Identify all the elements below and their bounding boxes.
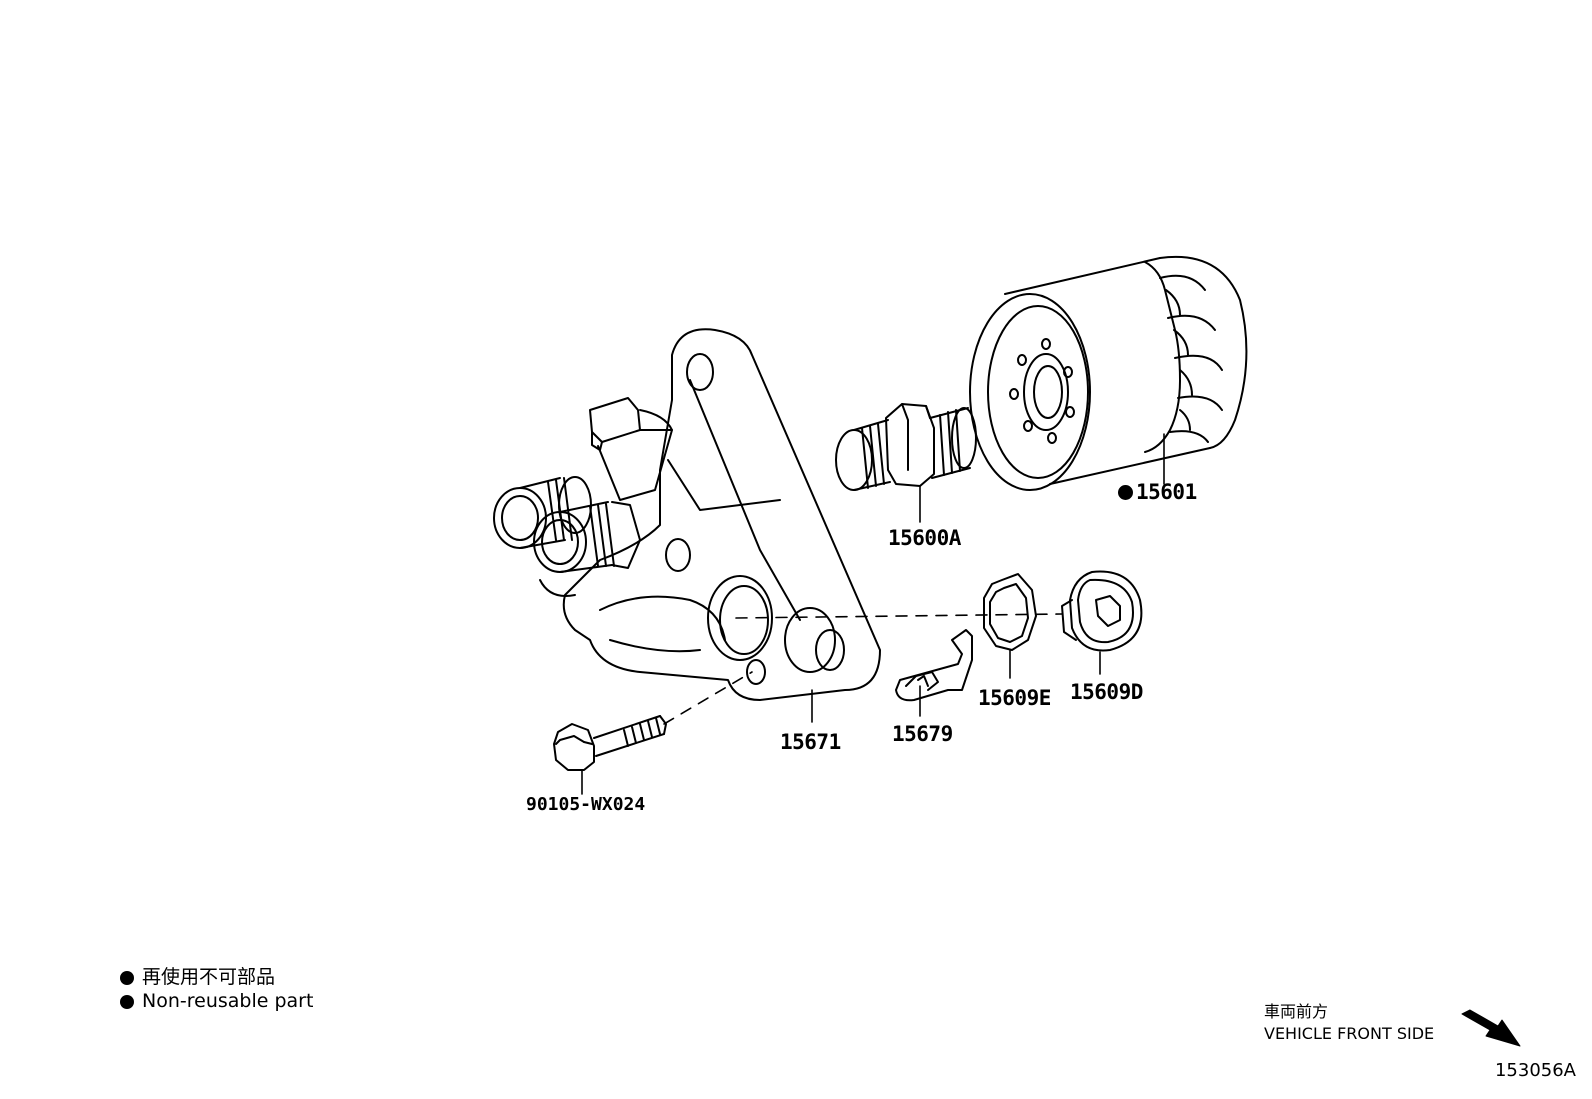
gasket xyxy=(983,573,1037,651)
alignment-lines xyxy=(663,613,1063,725)
direction-english: VEHICLE FRONT SIDE xyxy=(1264,1024,1435,1043)
cooler-housing xyxy=(562,328,881,701)
oil-filter xyxy=(969,256,1248,491)
callout-plug: 15609D xyxy=(1070,680,1143,704)
non-reusable-dot-icon xyxy=(1118,485,1133,500)
diagram-reference: 153056A xyxy=(1494,1060,1576,1081)
callout-bolt: 90105-WX024 xyxy=(526,794,646,815)
direction-japanese: 車両前方 xyxy=(1264,1002,1329,1021)
housing-top-hex xyxy=(589,397,673,501)
union-fitting xyxy=(835,403,977,491)
non-reusable-dot-icon xyxy=(120,994,134,1009)
callout-clip: 15679 xyxy=(892,722,953,746)
vehicle-front-arrow-icon xyxy=(1461,1009,1521,1047)
callout-bracket: 15671 xyxy=(780,730,841,754)
callout-union: 15600A xyxy=(888,526,961,550)
housing-fittings xyxy=(493,476,641,597)
flange-bolt xyxy=(553,715,667,771)
leader-lines xyxy=(581,433,1165,795)
drain-plug xyxy=(1061,570,1143,652)
legend-japanese: 再使用不可部品 xyxy=(120,968,275,987)
non-reusable-dot-icon xyxy=(120,970,134,985)
callout-gasket: 15609E xyxy=(978,686,1051,710)
callout-oil-filter: 15601 xyxy=(1118,482,1197,503)
clip xyxy=(895,629,973,702)
legend-english: Non-reusable part xyxy=(120,992,313,1011)
